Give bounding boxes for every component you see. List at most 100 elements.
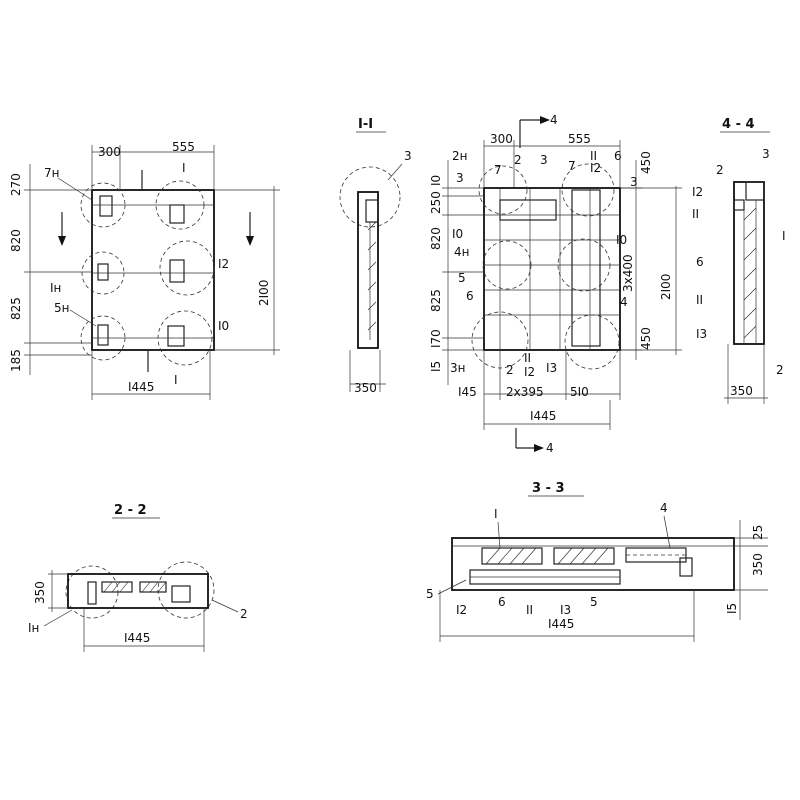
- section-2-2-loop-circle: [157, 561, 215, 619]
- section-3-3-mark: 6: [498, 595, 506, 609]
- reinforcement-loop-circle: [561, 163, 615, 217]
- reinforcement-mark: 2: [506, 363, 514, 377]
- section-1-1-title: I-I: [358, 117, 373, 132]
- plan-dim-right: 2I00: [257, 280, 271, 306]
- plan-mark-12: I2: [218, 257, 229, 271]
- section-1-1-view: I-I 3 350: [339, 117, 412, 395]
- section-3-3-title: 3 - 3: [532, 481, 565, 496]
- section-2-2-loop: [87, 581, 97, 605]
- section-2-2-dim-bottom: I445: [124, 631, 150, 645]
- reinforcement-dim-right-total: 2I00: [659, 274, 673, 300]
- section-3-3-mark: 5: [590, 595, 598, 609]
- reinforcement-dim-bottom-1: I45: [458, 385, 477, 399]
- section-1-1-hatch: [367, 221, 377, 331]
- section-2-2-insulation: [139, 581, 167, 593]
- section-3-3-mark: I: [494, 507, 498, 521]
- reinforcement-dim-right-2: 3x400: [621, 254, 635, 292]
- section-4-4-mark: I: [782, 229, 786, 243]
- section-4-4-mark: II: [692, 207, 699, 221]
- section-1-1-loop-circle: [339, 166, 401, 228]
- reinforcement-dim-left-1: I0: [429, 175, 443, 186]
- section-3-3-dim-right-3: I5: [725, 603, 739, 614]
- reinforcement-mark: II: [590, 149, 597, 163]
- section-4-4-mark: 6: [696, 255, 704, 269]
- reinforcement-cut-bottom: 4: [546, 441, 554, 455]
- reinforcement-view: 4 4 300 555 I0 250 820 825 I70 I5 450 3x…: [429, 113, 682, 455]
- section-2-2-dim-left: 350: [33, 581, 47, 604]
- section-3-3-view: 3 - 3 I 4 5 I2 6 II I3 5: [426, 481, 768, 642]
- plan-mark-7n: 7н: [44, 166, 59, 180]
- plan-dim-left-1: 270: [9, 173, 23, 196]
- section-4-4-mark: 2: [776, 363, 784, 377]
- section-4-4-mark: I3: [696, 327, 707, 341]
- section-4-4-view: 4 - 4 2 3 I2 II I 6 II I3 2 350: [692, 117, 786, 404]
- reinforcement-mark: 3: [540, 153, 548, 167]
- reinforcement-dim-bottom-total: I445: [530, 409, 556, 423]
- reinforcement-loop-circle: [564, 314, 620, 370]
- reinforcement-dim-left-2: 250: [429, 191, 443, 214]
- plan-cut-top: I: [182, 161, 186, 175]
- reinforcement-dim-bottom-3: 5I0: [570, 385, 589, 399]
- section-2-2-insulation: [101, 581, 133, 593]
- section-2-2-mark: Iн: [28, 621, 39, 635]
- plan-pocket: [97, 263, 109, 281]
- section-2-2-title: 2 - 2: [114, 503, 147, 518]
- plan-pocket: [97, 324, 109, 346]
- section-3-3-mark: I2: [456, 603, 467, 617]
- section-3-3-mark: I3: [560, 603, 571, 617]
- reinforcement-dim-left-5: I70: [429, 329, 443, 348]
- reinforcement-cage: [571, 189, 601, 347]
- section-4-4-mark: 3: [762, 147, 770, 161]
- section-2-2-hatch: [103, 581, 167, 593]
- reinforcement-mark: 3н: [450, 361, 465, 375]
- reinforcement-mark: 2: [514, 153, 522, 167]
- plan-mark-5n: 5н: [54, 301, 69, 315]
- plan-dim-top-2: 555: [172, 140, 195, 154]
- section-3-3-dim-right-2: 350: [751, 553, 765, 576]
- plan-dim-left-4: 185: [9, 349, 23, 372]
- plan-dim-left-3: 825: [9, 297, 23, 320]
- reinforcement-mark: 5: [458, 271, 466, 285]
- reinforcement-panel-outline: [483, 187, 621, 351]
- section-1-1-insert: [365, 199, 379, 223]
- reinforcement-mark: I2: [590, 161, 601, 175]
- reinforcement-mark: I0: [452, 227, 463, 241]
- plan-mark-1n: Iн: [50, 281, 61, 295]
- reinforcement-mark: 3: [456, 171, 464, 185]
- reinforcement-mark: I0: [616, 233, 627, 247]
- section-3-3-panel: [451, 537, 735, 591]
- reinforcement-mark: 7: [494, 163, 502, 177]
- section-1-1-mark: 3: [404, 149, 412, 163]
- reinforcement-loop-circle: [482, 240, 532, 290]
- section-2-2-view: 2 - 2 350 Iн 2 I445: [28, 503, 248, 652]
- section-4-4-top-insert: [745, 181, 765, 201]
- plan-dim-left-2: 820: [9, 229, 23, 252]
- reinforcement-dim-right-1: 450: [639, 151, 653, 174]
- section-3-3-pocket: [679, 557, 693, 577]
- reinforcement-mark: 3: [630, 175, 638, 189]
- reinforcement-mark: I3: [546, 361, 557, 375]
- section-2-2-pocket: [171, 585, 191, 603]
- reinforcement-loop-circle: [557, 238, 611, 292]
- reinforcement-dim-left-4: 825: [429, 289, 443, 312]
- plan-mark-10: I0: [218, 319, 229, 333]
- section-3-3-mark: 4: [660, 501, 668, 515]
- plan-dim-top-1: 300: [98, 145, 121, 159]
- section-4-4-mark: 2: [716, 163, 724, 177]
- reinforcement-dim-left-6: I5: [429, 361, 443, 372]
- reinforcement-mark: 6: [614, 149, 622, 163]
- reinforcement-mark: I2: [524, 365, 535, 379]
- reinforcement-dim-left-3: 820: [429, 227, 443, 250]
- plan-pocket: [169, 259, 185, 283]
- section-3-3-mark: II: [526, 603, 533, 617]
- reinforcement-dim-right-3: 450: [639, 327, 653, 350]
- reinforcement-mark: 7: [568, 159, 576, 173]
- plan-pocket: [99, 195, 113, 217]
- section-1-1-dim: 350: [354, 381, 377, 395]
- reinforcement-loop-circle: [478, 165, 528, 215]
- section-4-4-mark: I2: [692, 185, 703, 199]
- section-4-4-title: 4 - 4: [722, 117, 755, 132]
- section-4-4-dim: 350: [730, 384, 753, 398]
